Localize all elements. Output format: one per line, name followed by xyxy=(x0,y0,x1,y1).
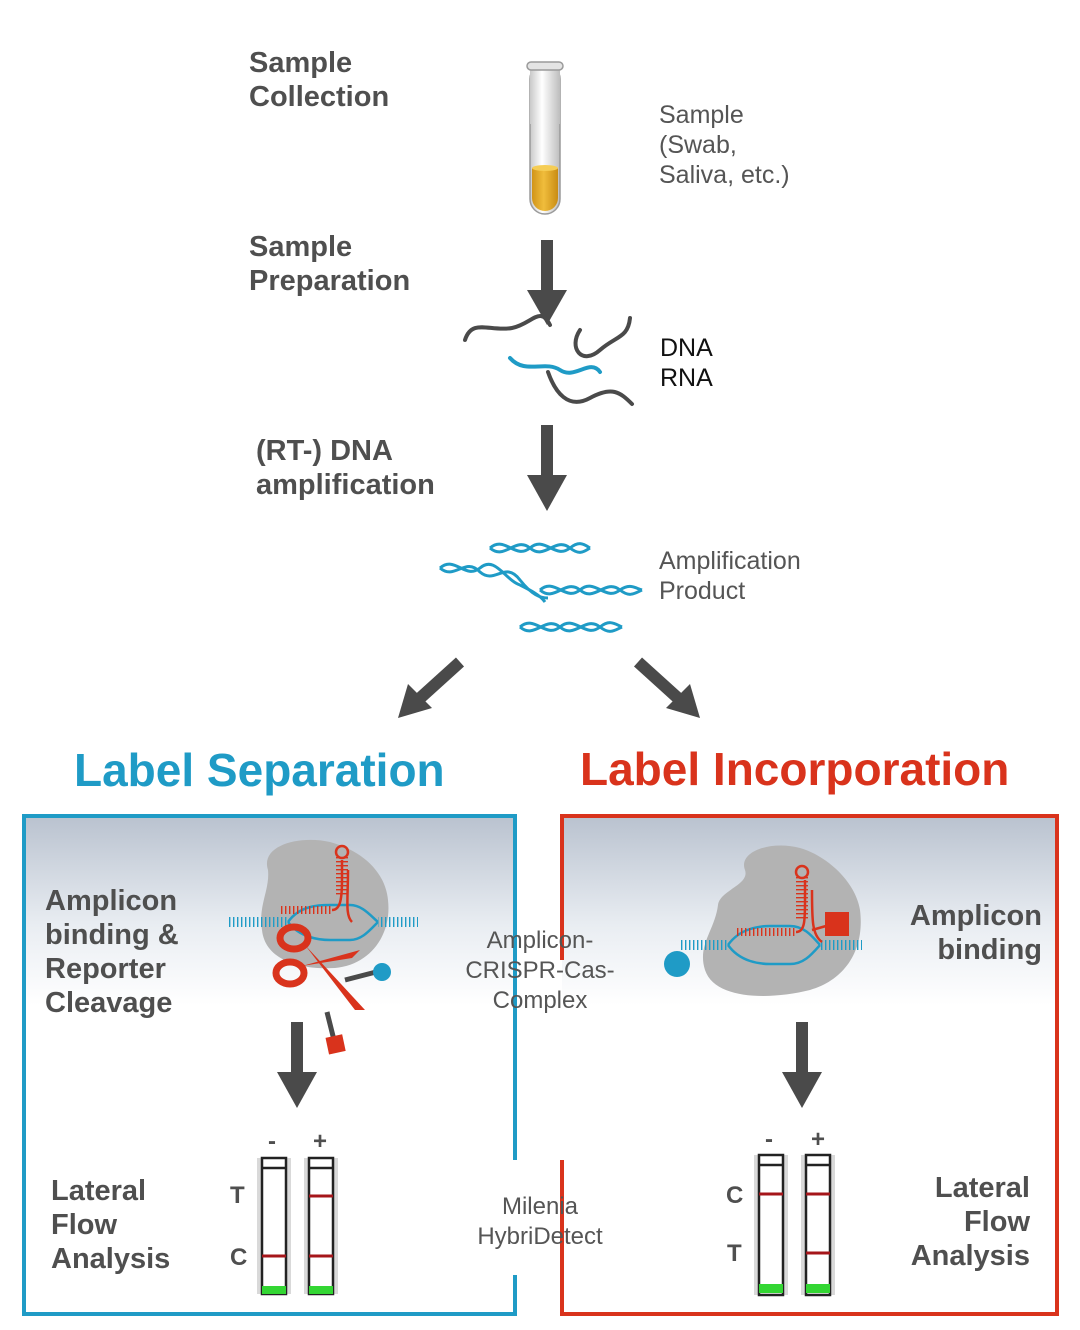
amplification-helix-icon xyxy=(439,542,643,633)
crispr-cas-binding-icon xyxy=(664,845,862,996)
arrow-down-icon xyxy=(277,1022,317,1108)
step-sample-preparation: Sample Preparation xyxy=(249,231,411,297)
left-strip-label-t: T xyxy=(230,1182,245,1209)
arrow-down-icon xyxy=(527,425,567,511)
left-strip-header-plus: + xyxy=(313,1128,328,1155)
left-step-title: Amplicon binding & Reporter Cleavage xyxy=(45,885,179,1019)
branch-title-label-incorporation: Label Incorporation xyxy=(580,743,1010,795)
crispr-cas-cleavage-icon xyxy=(228,839,418,1055)
note-amplification-product: Amplification Product xyxy=(659,547,801,605)
right-strip-label-c: C xyxy=(726,1182,744,1209)
note-dna: DNA xyxy=(660,334,713,362)
right-strip-label-t: T xyxy=(727,1240,742,1267)
lateral-flow-strip-positive xyxy=(304,1156,338,1296)
lateral-flow-strip-positive xyxy=(801,1153,835,1297)
left-lateral-flow-title: Lateral Flow Analysis xyxy=(51,1175,171,1275)
test-tube-icon xyxy=(526,61,564,215)
note-milenia-hybridetect: Milenia HybriDetect xyxy=(477,1193,603,1250)
lateral-flow-strip-negative xyxy=(257,1156,291,1296)
left-strip-label-c: C xyxy=(230,1244,248,1271)
dna-rna-strands-icon xyxy=(463,314,634,406)
arrow-down-icon xyxy=(782,1022,822,1108)
right-strip-header-plus: + xyxy=(811,1126,826,1153)
lateral-flow-strip-negative xyxy=(754,1153,788,1297)
right-strip-header-minus: - xyxy=(765,1126,773,1153)
left-strip-header-minus: - xyxy=(268,1128,276,1155)
branch-title-label-separation: Label Separation xyxy=(74,744,445,796)
note-rna: RNA xyxy=(660,364,713,392)
step-amplification: (RT-) DNA amplification xyxy=(256,435,435,501)
note-sample: Sample (Swab, Saliva, etc.) xyxy=(659,101,790,189)
right-lateral-flow-title: Lateral Flow Analysis xyxy=(910,1172,1030,1272)
right-step-title: Amplicon binding xyxy=(909,900,1042,966)
step-sample-collection: Sample Collection xyxy=(249,47,390,113)
arrow-down-right-icon xyxy=(633,657,700,718)
arrow-down-left-icon xyxy=(398,657,465,718)
arrow-down-icon xyxy=(527,240,567,325)
note-crispr-complex: Amplicon- CRISPR-Cas- Complex xyxy=(465,927,615,1014)
